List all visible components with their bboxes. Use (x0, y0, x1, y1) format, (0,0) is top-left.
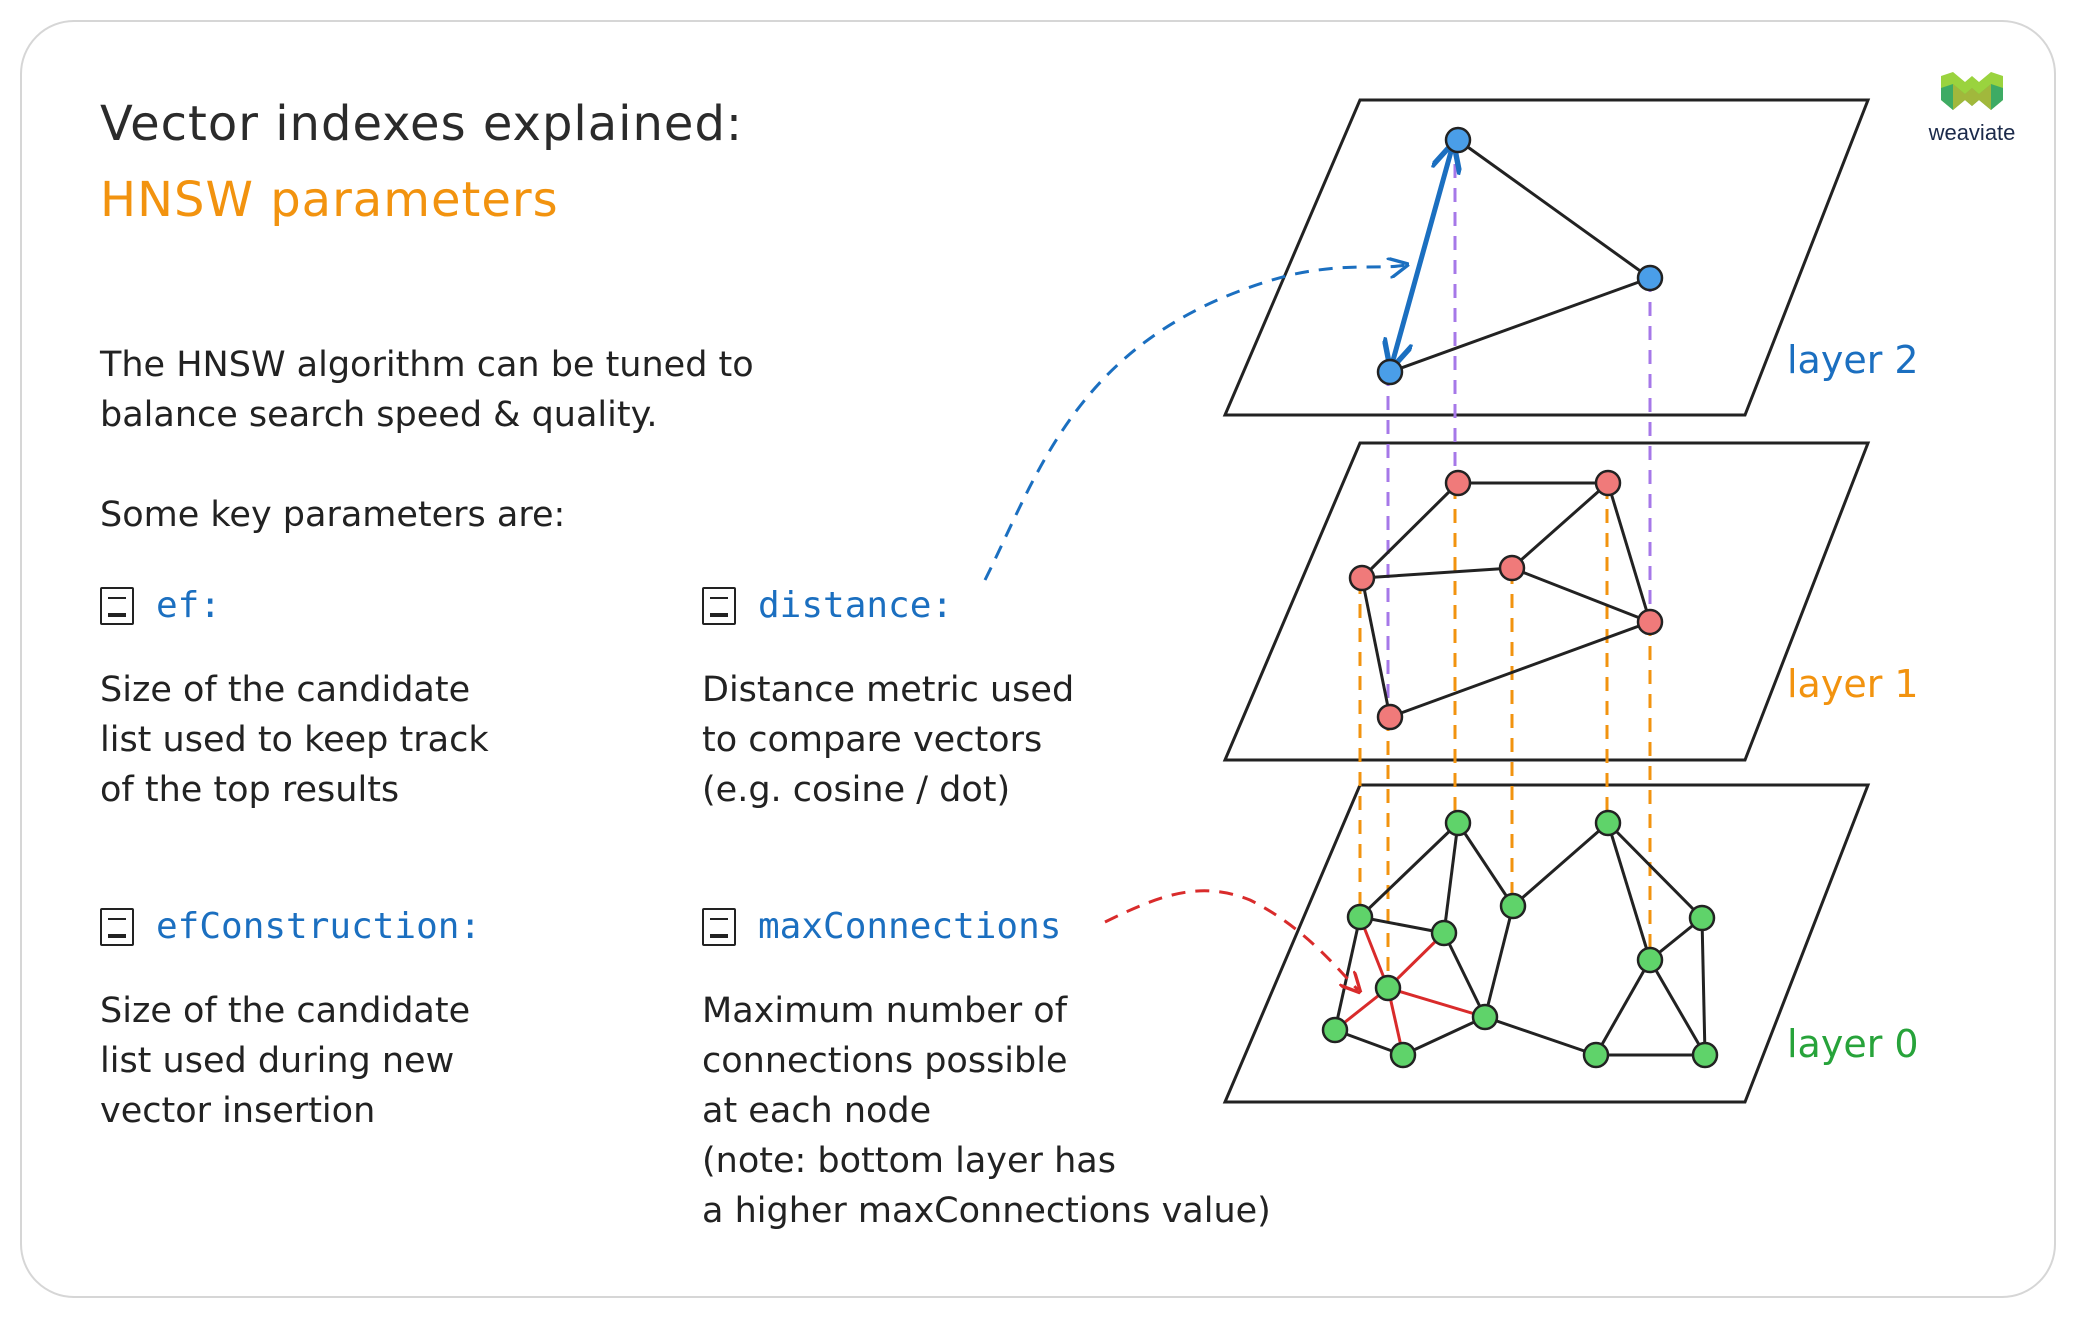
description-line: (e.g. cosine / dot) (702, 770, 1011, 810)
param-maxconnections-name: maxConnections (758, 906, 1062, 947)
param-ef-description: Size of the candidate list used to keep … (100, 665, 489, 815)
description-line: to compare vectors (702, 720, 1043, 760)
purple-connector-lines (1386, 140, 1652, 715)
param-efconstruction-name: efConstruction: (156, 906, 482, 947)
layer1-edges (1360, 481, 1652, 719)
layer0-label: layer 0 (1787, 1022, 1919, 1066)
param-ef-header: ef: (100, 585, 221, 626)
intro-text: The HNSW algorithm can be tuned to balan… (100, 340, 754, 440)
layer2-plane (1222, 98, 1871, 417)
layer0-nodes (1321, 809, 1719, 1069)
param-efconstruction-header: efConstruction: (100, 906, 481, 947)
weaviate-logo-icon (1941, 72, 2003, 110)
layer1-plane (1222, 441, 1871, 762)
document-icon (100, 586, 134, 625)
document-icon (100, 907, 134, 946)
logo-text: weaviate (1928, 120, 2016, 145)
description-line: at each node (702, 1091, 932, 1131)
description-line: connections possible (702, 1041, 1068, 1081)
intro-line: balance search speed & quality. (100, 395, 658, 435)
layer2-nodes (1376, 126, 1664, 386)
description-line: list used to keep track (100, 720, 489, 760)
layer2-edges (1389, 138, 1651, 374)
card-frame (20, 20, 2056, 1298)
description-line: a higher maxConnections value) (702, 1191, 1271, 1231)
highlighted-connections (1334, 916, 1486, 1056)
search-path-arrow (1392, 148, 1452, 364)
description-line: Maximum number of (702, 991, 1068, 1031)
layer2-label: layer 2 (1787, 338, 1919, 382)
description-line: Distance metric used (702, 670, 1075, 710)
document-icon (702, 586, 736, 625)
param-maxconnections-description: Maximum number of connections possible a… (702, 986, 1271, 1236)
params-heading: Some key parameters are: (100, 495, 566, 535)
param-maxconnections-header: maxConnections (702, 906, 1061, 947)
description-line: of the top results (100, 770, 400, 810)
description-line: Size of the candidate (100, 670, 471, 710)
document-icon (702, 907, 736, 946)
layer1-label: layer 1 (1787, 662, 1919, 706)
page-subtitle: HNSW parameters (100, 172, 559, 228)
description-line: Size of the candidate (100, 991, 471, 1031)
description-line: vector insertion (100, 1091, 376, 1131)
param-efconstruction-description: Size of the candidate list used during n… (100, 986, 470, 1136)
layer0-edges (1333, 821, 1707, 1057)
layer1-nodes (1348, 469, 1664, 731)
description-line: (note: bottom layer has (702, 1141, 1116, 1181)
intro-line: The HNSW algorithm can be tuned to (100, 345, 754, 385)
page-title: Vector indexes explained: (100, 96, 744, 152)
maxconnections-pointer-arrow (1104, 889, 1358, 990)
param-ef-name: ef: (156, 585, 222, 626)
orange-connector-lines (1358, 485, 1652, 985)
description-line: list used during new (100, 1041, 455, 1081)
param-distance-name: distance: (758, 585, 954, 626)
distance-pointer-arrow (983, 265, 1405, 581)
param-distance-header: distance: (702, 585, 953, 626)
param-distance-description: Distance metric used to compare vectors … (702, 665, 1074, 815)
layer0-plane (1222, 783, 1871, 1104)
weaviate-logo: weaviate (1912, 70, 2032, 146)
